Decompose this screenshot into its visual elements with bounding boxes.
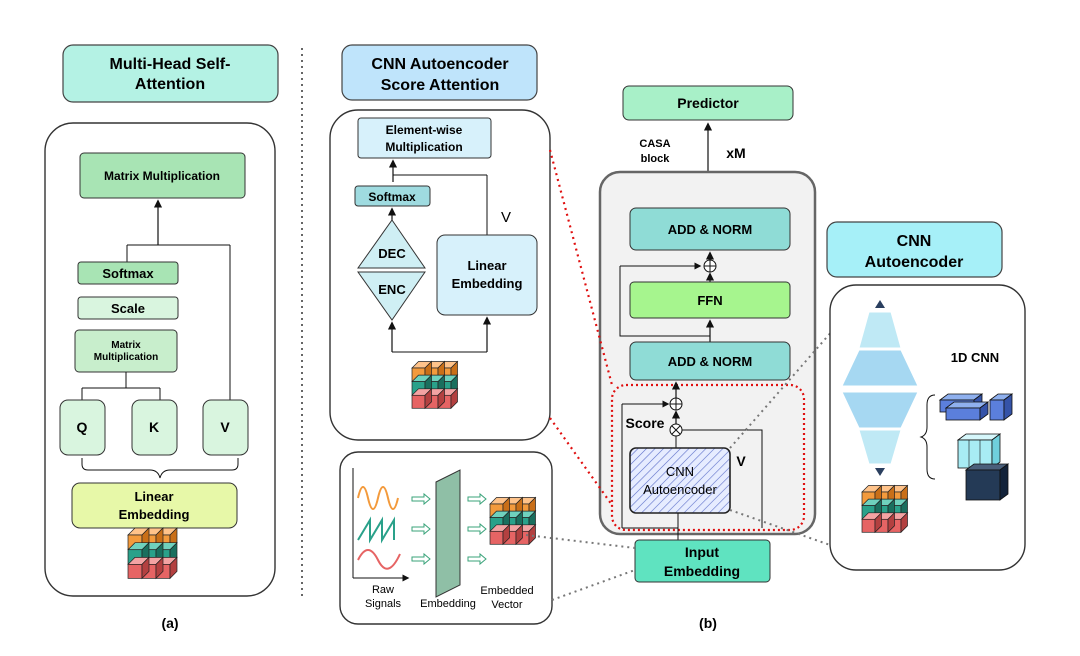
panel-embedding: Raw Signals Embedding Embedded Vector [339,451,553,625]
k-box [131,399,178,456]
ffn-residual-path [619,266,710,337]
add-norm-bottom-label: ADD & NORM [668,354,753,369]
mhsa-header-box [62,44,279,103]
casa-linear-embedding-line1: Linear [467,258,506,273]
casa-header-line1: CNN Autoencoder [371,56,508,73]
predictor-label: Predictor [677,95,739,111]
cnn-kernels-blue: .. [938,393,1014,421]
q-box [59,399,106,456]
panel-casa: CNN Autoencoder Score Attention Element-… [329,44,551,441]
cnn-brace [919,394,936,480]
embedded-vector-line1: Embedded [480,585,533,597]
cnn-kernels-navy [964,463,1010,501]
casa-softmax-box [354,185,431,207]
elementwise-box [357,117,492,159]
casa-block-line2: block [641,153,671,165]
scale-label: Scale [111,301,145,316]
v-label: V [220,419,230,435]
cnn-autoencoder-line2: Autoencoder [643,482,717,497]
matmul-small-box [74,329,178,373]
embedding-arrows [411,492,487,566]
ffn-label: FFN [697,293,722,308]
embedded-vector-line2: Vector [491,599,523,611]
score-label: Score [626,415,665,431]
signal-teal-sawtooth [357,516,395,544]
add-norm-top-label: ADD & NORM [668,222,753,237]
panel-a: Multi-Head Self- Attention Matrix Multip… [44,44,279,631]
raw-signals-line1: Raw [372,584,394,596]
cube-stack-icon [127,527,178,580]
enc-label: ENC [378,282,406,297]
scale-box [77,296,179,320]
matmul-small-line2: Multiplication [94,352,158,363]
softmax-label: Softmax [102,266,154,281]
add-norm-top-box [629,207,791,251]
input-embedding-line1: Input [685,544,720,560]
softmax-box [77,261,179,285]
embedding-label: Embedding [420,598,476,610]
dec-triangle [357,219,426,269]
connector-lines [525,149,841,601]
cnn-1d-label: 1D CNN [951,350,999,365]
raw-signals-line2: Signals [365,598,402,610]
signal-orange-wave [357,486,399,510]
cnn-header-line2: Autoencoder [865,254,964,271]
casa-cube-stack-icon [411,360,459,410]
casa-softmax-label: Softmax [368,190,416,204]
arrow-down-marker [875,468,885,476]
qkv-brace [81,458,239,479]
embedding-plane [435,469,461,598]
casa-v-label: V [501,209,511,226]
linear-embedding-a-line1: Linear [134,489,173,504]
cnn-autoencoder-box [629,447,731,514]
v-box [202,399,249,456]
mhsa-header-line1: Multi-Head Self- [110,56,231,73]
cnn-cube-stack-icon [861,484,909,534]
cnn-autoencoder-line1: CNN [666,464,694,479]
casa-linear-embedding-box [436,234,538,316]
v-label-b: V [736,453,746,469]
cnn-header-box [826,221,1003,278]
k-label: K [149,419,159,435]
panel-b: Predictor CASA block xM ADD & NORM FFN A… [598,85,817,631]
matmul-top-label: Matrix Multiplication [104,169,220,183]
add-norm-bottom-box [629,341,791,381]
caption-a: (a) [161,615,178,631]
caption-b: (b) [699,615,717,631]
arrow-up-marker [875,300,885,308]
v-path-b [682,429,763,528]
casa-block-line1: CASA [639,138,670,150]
cnn-kernels-cyan [956,433,1002,469]
xm-label: xM [726,145,745,161]
panel-cnn: CNN Autoencoder 1D CNN .. [826,221,1026,571]
casa-header-box [341,44,538,101]
mhsa-header-line2: Attention [135,76,205,93]
matmul-top-box [79,152,246,199]
elementwise-line1: Element-wise [386,123,463,137]
red-connector-top [548,149,614,386]
linear-embedding-a-line2: Embedding [119,507,190,522]
q-label: Q [77,419,88,435]
matmul-small-line1: Matrix [111,340,141,351]
elementwise-line2: Multiplication [385,140,462,154]
cnn-header-line1: CNN [897,233,932,250]
signal-red-wave [357,549,401,570]
embedded-vector-icon [489,496,537,546]
casa-header-line2: Score Attention [381,77,500,94]
casa-red-highlight [610,383,806,532]
dec-label: DEC [378,246,406,261]
input-embedding-line2: Embedding [664,563,740,579]
predictor-box [622,85,794,121]
casa-linear-embedding-line2: Embedding [452,276,523,291]
enc-triangle [357,271,426,321]
ffn-box [629,281,791,319]
input-embedding-box [634,539,771,583]
